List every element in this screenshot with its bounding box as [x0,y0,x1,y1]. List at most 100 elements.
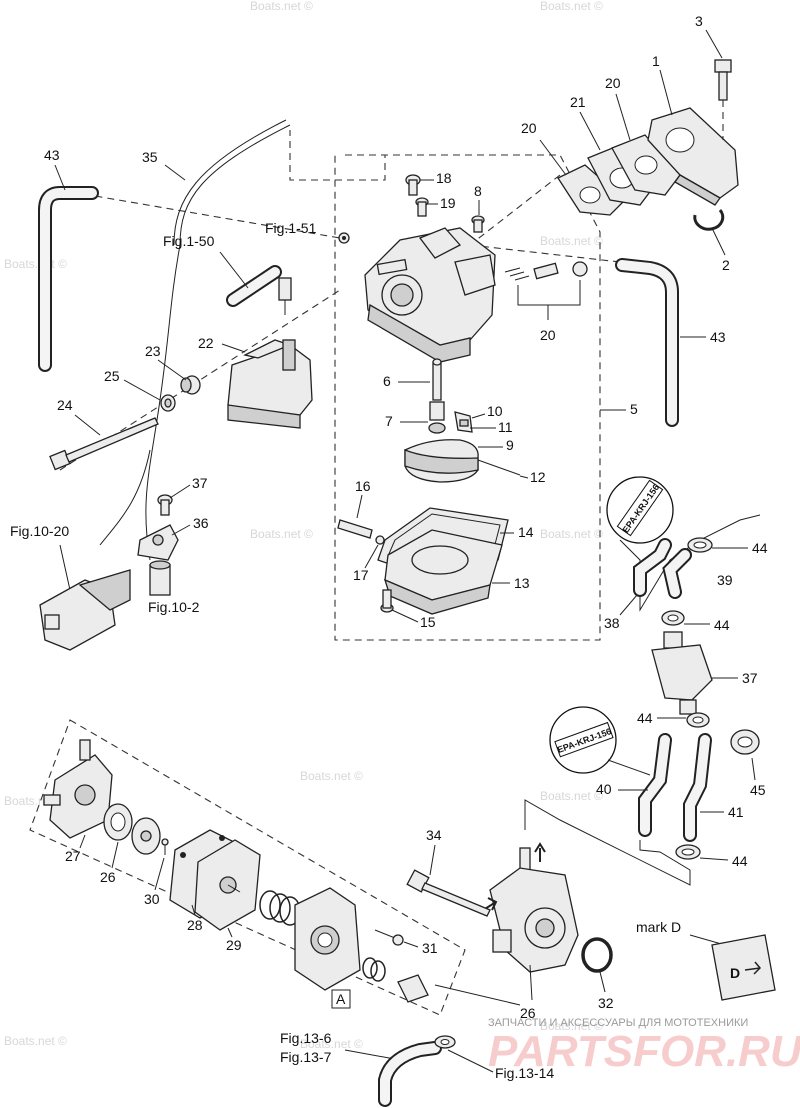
fuel-pump-26[interactable] [489,847,579,973]
watermark-12: Boats.net © [540,0,603,13]
label-28: 27 [65,848,81,864]
needle-9-10[interactable] [454,411,473,433]
label-1: 1 [652,53,660,69]
bolt-34[interactable] [406,869,491,917]
oring-16[interactable] [375,535,385,545]
fuel-filter-38[interactable] [651,631,713,715]
pilot-screw-19[interactable] [504,261,588,281]
diaphragm-30[interactable] [194,839,261,931]
label-44-c: 44 [637,710,653,726]
carburetor-body[interactable] [364,227,496,363]
hose-43-left[interactable] [38,186,99,372]
grommet-45[interactable] [730,729,760,755]
label-40: 39 [717,572,733,588]
hose-43-right[interactable] [615,258,679,427]
nipple-fig-1-51[interactable] [278,277,292,315]
epa-stamp-1: EPA-KRJ-156 [606,476,674,544]
watermark-1: Boats.net © [4,257,67,271]
hose-fig-1-50[interactable] [226,265,282,307]
label-39: 38 [604,615,620,631]
screw-37[interactable] [157,494,173,516]
washer-25[interactable] [160,394,176,412]
label-34: 34 [426,827,442,843]
hose-42[interactable] [683,733,712,842]
air-silencer-22[interactable] [227,339,313,429]
clip-44-c[interactable] [686,712,710,728]
pump-assembly-outline [29,719,466,1016]
spring-small[interactable] [362,957,386,982]
washer-carb-inlet[interactable] [338,232,350,244]
label-9: 10 [487,403,503,419]
valve-27[interactable] [103,803,133,841]
ref-fig-13-6: Fig.13-6 [280,1030,332,1046]
epa-stamp-2: EPA-KRJ-156 [549,706,617,774]
clip-44-b[interactable] [661,610,685,626]
label-10: 11 [498,419,513,435]
clip-44-a[interactable] [687,537,713,553]
bolt-24-guide [59,289,341,471]
collar-fig-10-2[interactable] [149,560,171,596]
manifold-1[interactable] [647,107,739,206]
bolt-24[interactable] [49,417,159,471]
label-23: 23 [145,343,161,359]
label-44-d: 44 [732,853,748,869]
label-20-front: 20 [521,120,537,136]
label-7: 8 [474,183,482,199]
pin-11[interactable] [477,459,521,476]
connector-fig-10-20[interactable] [39,449,151,651]
mark-d-label: mark D [636,919,681,935]
label-5: 6 [383,373,391,389]
clamp-36[interactable] [137,524,179,561]
spring-pump[interactable] [259,890,301,926]
screw-18[interactable] [415,197,429,217]
clip-fig-13-14[interactable] [434,1035,456,1049]
label-22: 22 [198,335,214,351]
hose-41[interactable] [638,733,672,837]
collar-23[interactable] [180,375,201,395]
drain-screw-15[interactable] [337,519,373,539]
box-a-letter: A [336,991,346,1007]
label-16: 17 [353,567,369,583]
oring-33[interactable] [581,937,613,973]
gasket-20-front[interactable] [557,164,626,216]
watermark-3: Boats.net © [540,234,603,248]
bolt-3[interactable] [714,59,732,101]
watermarks: Boats.net © Boats.net © Boats.net © Boat… [4,0,603,1051]
jet-5[interactable] [432,358,442,401]
ref-fig-1-51: Fig.1-51 [265,220,317,236]
screw-31[interactable] [161,838,169,855]
label-17: 18 [436,170,452,186]
arrow-up-icon [534,842,546,862]
label-33: 32 [598,995,614,1011]
label-45: 45 [750,782,766,798]
plug-pump[interactable] [397,974,429,1003]
watermark-10: Boats.net © [540,1019,603,1033]
watermark-11: Boats.net © [250,0,313,13]
pump-body[interactable] [294,887,361,991]
cable-35[interactable] [145,119,291,561]
watermark-2: Boats.net © [250,527,313,541]
gasket-20-rear[interactable] [611,134,681,196]
hose-40[interactable] [633,538,692,599]
screw-7[interactable] [471,215,485,233]
label-42: 41 [728,804,744,820]
screw-17[interactable] [405,174,421,196]
label-35: 35 [142,149,158,165]
label-30: 29 [226,937,242,953]
label-25: 25 [104,368,120,384]
clip-44-d[interactable] [675,844,701,860]
pump-cover-28[interactable] [43,739,113,839]
watermark-4: Boats.net © [540,527,603,541]
float-8[interactable] [404,439,479,483]
jet-6[interactable] [428,401,446,434]
ref-fig-1-50: Fig.1-50 [163,233,215,249]
hose-bottom[interactable] [378,1041,442,1107]
ref-fig-13-14: Fig.13-14 [495,1065,554,1081]
screw-32[interactable] [374,929,404,946]
valve-plate[interactable] [131,817,161,855]
circlip-2[interactable] [693,209,725,231]
ref-fig-10-20: Fig.10-20 [10,523,69,539]
screw-14[interactable] [380,589,394,613]
label-43-right: 43 [710,329,726,345]
